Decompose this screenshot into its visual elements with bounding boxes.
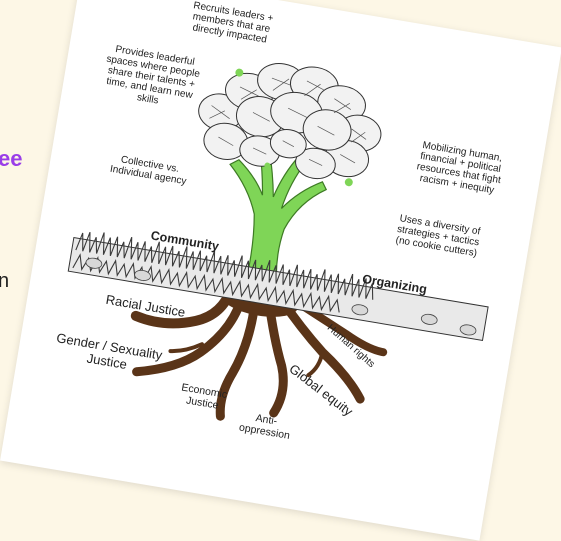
background-text-fragment-purple: ee <box>0 146 22 172</box>
background-text-fragment: n <box>0 270 9 293</box>
